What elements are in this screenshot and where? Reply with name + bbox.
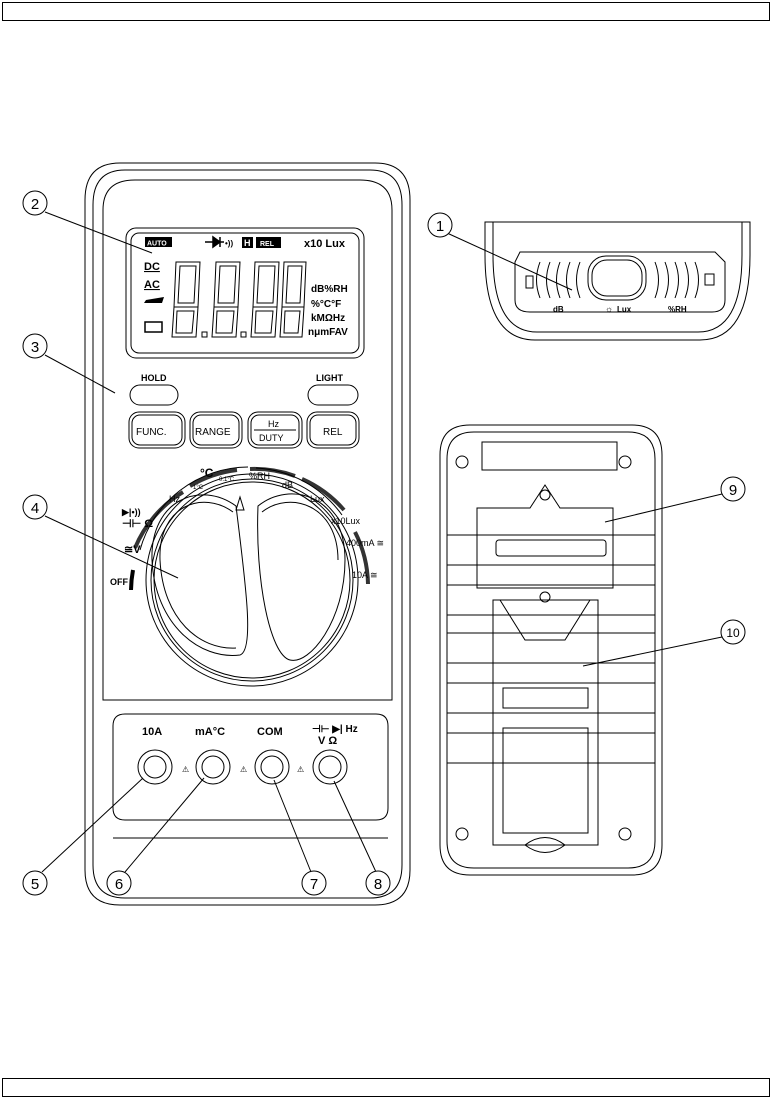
- hold-button[interactable]: [129, 384, 179, 406]
- svg-text:9: 9: [729, 482, 737, 499]
- hz-duty-button[interactable]: Hz DUTY: [247, 411, 303, 449]
- func-label: FUNC.: [136, 427, 167, 438]
- dial-lux: Lux: [310, 494, 325, 504]
- svg-text:3: 3: [31, 339, 39, 356]
- dial-1c: 1°C: [193, 485, 204, 491]
- lcd-unit-row: %°C°F: [311, 299, 341, 310]
- jack-v-ohm[interactable]: [312, 749, 348, 785]
- warning-icon: ⚠: [240, 765, 247, 774]
- humidity-sensor-icon: [704, 273, 715, 286]
- callout-8: 8: [365, 870, 391, 896]
- lcd-dc: DC: [144, 261, 160, 273]
- dial-01c: 0.1°C: [219, 477, 235, 483]
- light-label: LIGHT: [316, 373, 343, 383]
- warning-icon: ⚠: [297, 765, 304, 774]
- dial-x10lux: x10Lux: [331, 516, 361, 526]
- svg-text:2: 2: [31, 196, 39, 213]
- lcd-hold: H: [244, 238, 251, 248]
- jack-ma[interactable]: [195, 749, 231, 785]
- buzzer-icon: •)): [225, 239, 233, 248]
- bargraph-icon: [144, 297, 164, 303]
- lcd-auto: AUTO: [147, 241, 167, 248]
- callout-10: 10: [720, 619, 746, 645]
- callout-1: 1: [427, 212, 453, 238]
- dial-voltage: ≅V: [124, 544, 141, 556]
- footer-bar: [2, 1078, 770, 1097]
- meter-front: [84, 162, 411, 906]
- jack-label-vohm: V Ω: [318, 735, 337, 747]
- dial-db: dB: [282, 480, 293, 490]
- dial-off: OFF: [110, 577, 128, 587]
- lcd-unit-row: nμmFAV: [308, 327, 348, 338]
- rotary-dial[interactable]: OFF ≅V ▶|•)) ⊣⊢ Ω Hz °C 1°C 0.1°C %RH dB…: [110, 466, 384, 687]
- hold-label: HOLD: [141, 373, 167, 383]
- callout-2: 2: [22, 190, 48, 216]
- light-button[interactable]: [307, 384, 359, 406]
- svg-text:10: 10: [726, 626, 740, 640]
- dial-10a: 10A ≅: [352, 570, 378, 580]
- range-button[interactable]: RANGE: [189, 411, 243, 449]
- dial-400ma: 400mA ≅: [346, 538, 384, 548]
- meter-top-view: dB ☼ Lux %RH: [484, 221, 751, 341]
- meter-back-view: [439, 424, 663, 876]
- jack-label-com: COM: [257, 726, 283, 738]
- warning-icon: ⚠: [182, 765, 189, 774]
- sun-icon: ☼: [605, 304, 613, 314]
- diode-icon: [205, 235, 224, 249]
- dial-celsius: °C: [200, 466, 214, 480]
- jack-10a[interactable]: [137, 749, 173, 785]
- lcd-unit-row: dB%RH: [311, 284, 348, 295]
- dial-ohm-capacitance: ⊣⊢ Ω: [122, 517, 153, 530]
- callout-leaders: [41, 211, 723, 873]
- battery-icon: [144, 321, 163, 333]
- rel-label: REL: [323, 427, 343, 438]
- callout-7: 7: [301, 870, 327, 896]
- func-button[interactable]: FUNC.: [128, 411, 186, 449]
- jack-label-10a: 10A: [142, 726, 162, 738]
- callout-5: 5: [22, 870, 48, 896]
- svg-text:1: 1: [436, 218, 444, 235]
- callout-9: 9: [720, 476, 746, 502]
- callout-3: 3: [22, 333, 48, 359]
- seven-segment-digits: [171, 261, 307, 338]
- svg-text:8: 8: [374, 876, 382, 893]
- button-panel: HOLD LIGHT FUNC. RANGE Hz DUTY REL: [128, 373, 360, 449]
- lcd-display: AUTO •)) H REL x10 Lux DC AC dB%RH %°C°F…: [125, 227, 365, 359]
- jack-label-vhz: ⊣⊢ ▶| Hz: [312, 724, 358, 735]
- rel-button[interactable]: REL: [306, 411, 360, 449]
- callout-6: 6: [106, 870, 132, 896]
- top-label-rh: %RH: [668, 305, 687, 314]
- lcd-x10lux: x10 Lux: [304, 238, 346, 250]
- dial-rh: %RH: [249, 471, 270, 481]
- dial-diode-buzzer: ▶|•)): [121, 507, 141, 517]
- header-bar: [2, 2, 770, 21]
- jack-label-ma: mA°C: [195, 726, 225, 738]
- input-jacks: 10A mA°C COM ⊣⊢ ▶| Hz V Ω ⚠ ⚠ ⚠: [112, 713, 389, 839]
- svg-text:6: 6: [115, 876, 123, 893]
- jack-com[interactable]: [254, 749, 290, 785]
- microphone-icon: [525, 275, 534, 289]
- svg-text:7: 7: [310, 876, 318, 893]
- hz-label: Hz: [268, 419, 279, 429]
- tilt-stand: [492, 599, 599, 846]
- range-label: RANGE: [195, 427, 231, 438]
- svg-text:5: 5: [31, 876, 39, 893]
- lcd-unit-row: kMΩHz: [311, 313, 345, 324]
- dial-pointer: [235, 495, 245, 511]
- svg-text:4: 4: [31, 500, 39, 517]
- top-label-lux: Lux: [617, 305, 632, 314]
- duty-label: DUTY: [259, 433, 284, 443]
- callout-4: 4: [22, 494, 48, 520]
- dial-hz: Hz: [169, 494, 180, 504]
- top-label-db: dB: [553, 305, 564, 314]
- lcd-rel: REL: [260, 241, 275, 248]
- lcd-ac: AC: [144, 279, 160, 291]
